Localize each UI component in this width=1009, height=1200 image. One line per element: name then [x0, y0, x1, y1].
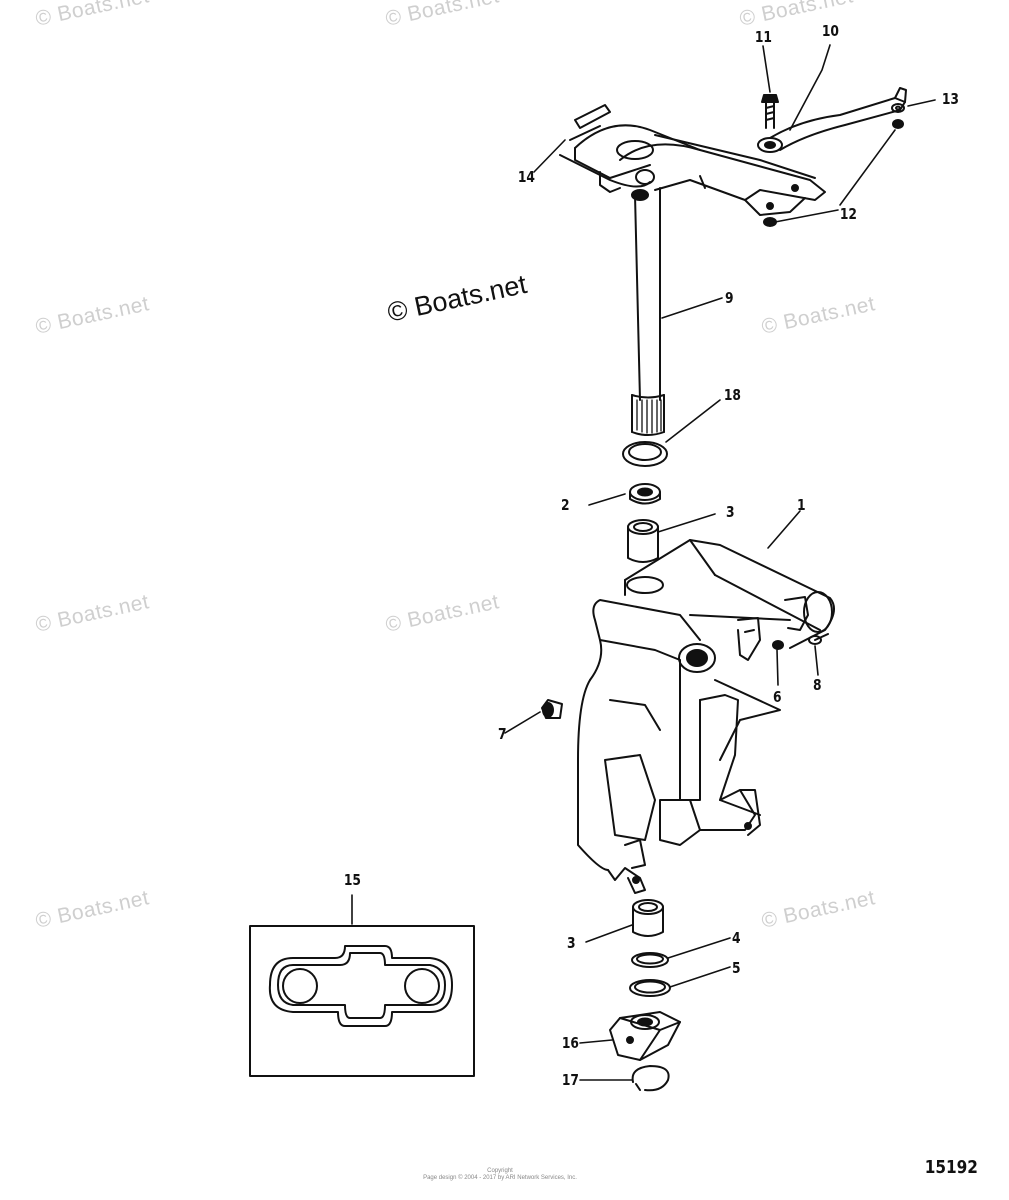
bolt-8 — [808, 633, 829, 645]
callout-10: 10 — [821, 22, 839, 40]
swivel-tube — [631, 187, 665, 436]
copyright-line: Copyright — [487, 1168, 513, 1174]
nut-12-top — [892, 119, 904, 129]
callout-7: 7 — [497, 725, 507, 743]
callout-2: 2 — [560, 496, 570, 514]
washer-5 — [629, 979, 671, 997]
steering-link-rod — [757, 87, 907, 153]
callout-12: 12 — [839, 205, 857, 223]
callout-6: 6 — [772, 688, 782, 706]
diagram-code: 15192 — [924, 1157, 978, 1178]
callout-8: 8 — [812, 676, 822, 694]
callout-18: 18 — [723, 386, 741, 404]
bushing-3-bottom — [632, 899, 664, 937]
callout-13: 13 — [941, 90, 959, 108]
bolt-11 — [761, 94, 779, 129]
callout-1: 1 — [796, 496, 806, 514]
retaining-ring-17 — [631, 1065, 670, 1092]
copyright-footer: Copyright Page design © 2004 - 2017 by A… — [330, 1168, 670, 1182]
callout-9: 9 — [724, 289, 734, 307]
callout-15: 15 — [343, 871, 361, 889]
leader-lines — [351, 44, 936, 1081]
callout-11: 11 — [754, 28, 772, 46]
plug-7 — [541, 699, 563, 719]
washer-4 — [631, 952, 669, 968]
callout-5: 5 — [731, 959, 741, 977]
screw-6 — [772, 640, 784, 650]
callout-3-bottom: 3 — [566, 934, 576, 952]
seal-2 — [629, 483, 661, 505]
callout-4: 4 — [731, 929, 741, 947]
callout-3-top: 3 — [725, 503, 735, 521]
bushing-3-top — [627, 519, 659, 563]
washer-13 — [891, 103, 905, 113]
callout-14: 14 — [517, 168, 535, 186]
yoke-16 — [609, 1011, 681, 1061]
steering-arm-assembly — [559, 104, 826, 216]
swivel-bracket-body — [577, 539, 835, 894]
callout-16: 16 — [561, 1034, 579, 1052]
callout-17: 17 — [561, 1071, 579, 1089]
washer-18 — [622, 441, 668, 467]
gasket-inset-15 — [249, 925, 475, 1077]
page-design-line: Page design © 2004 - 2017 by ARI Network… — [423, 1175, 577, 1182]
